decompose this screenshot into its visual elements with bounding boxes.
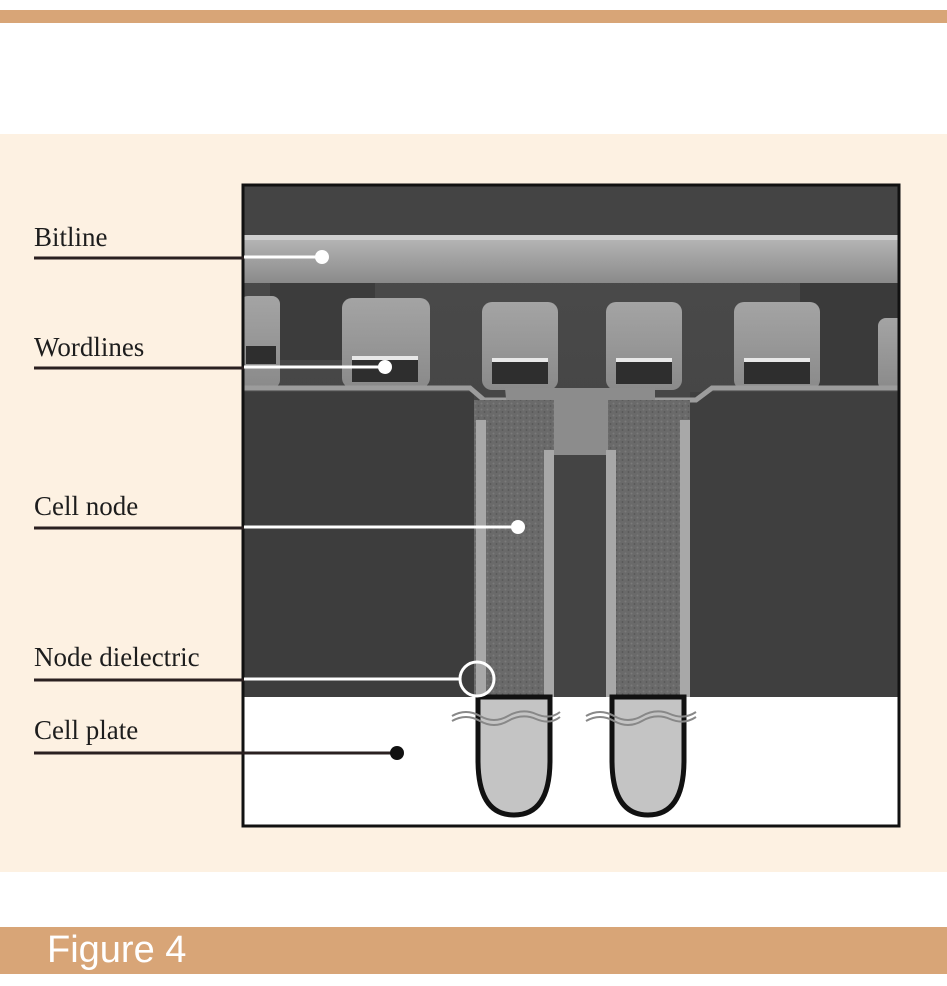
image-frame: [241, 183, 901, 828]
top-accent-bar: [0, 10, 947, 23]
caption-bar: [0, 927, 947, 974]
bitline-label: Bitline: [34, 222, 108, 252]
cell-node-trenches: [474, 400, 690, 697]
node-dielectric-label: Node dielectric: [34, 642, 200, 672]
cell-plate-label: Cell plate: [34, 715, 139, 745]
capacitor-cells: [451, 694, 697, 818]
cell-plate-region: [244, 697, 898, 825]
figure-title: Figure 4: [47, 929, 187, 971]
cell-node-label: Cell node: [34, 491, 139, 521]
bitline-layer: [244, 235, 898, 283]
sem-micrograph: [244, 186, 898, 697]
leader-lines: [34, 250, 525, 760]
wordlines-label: Wordlines: [34, 332, 145, 362]
